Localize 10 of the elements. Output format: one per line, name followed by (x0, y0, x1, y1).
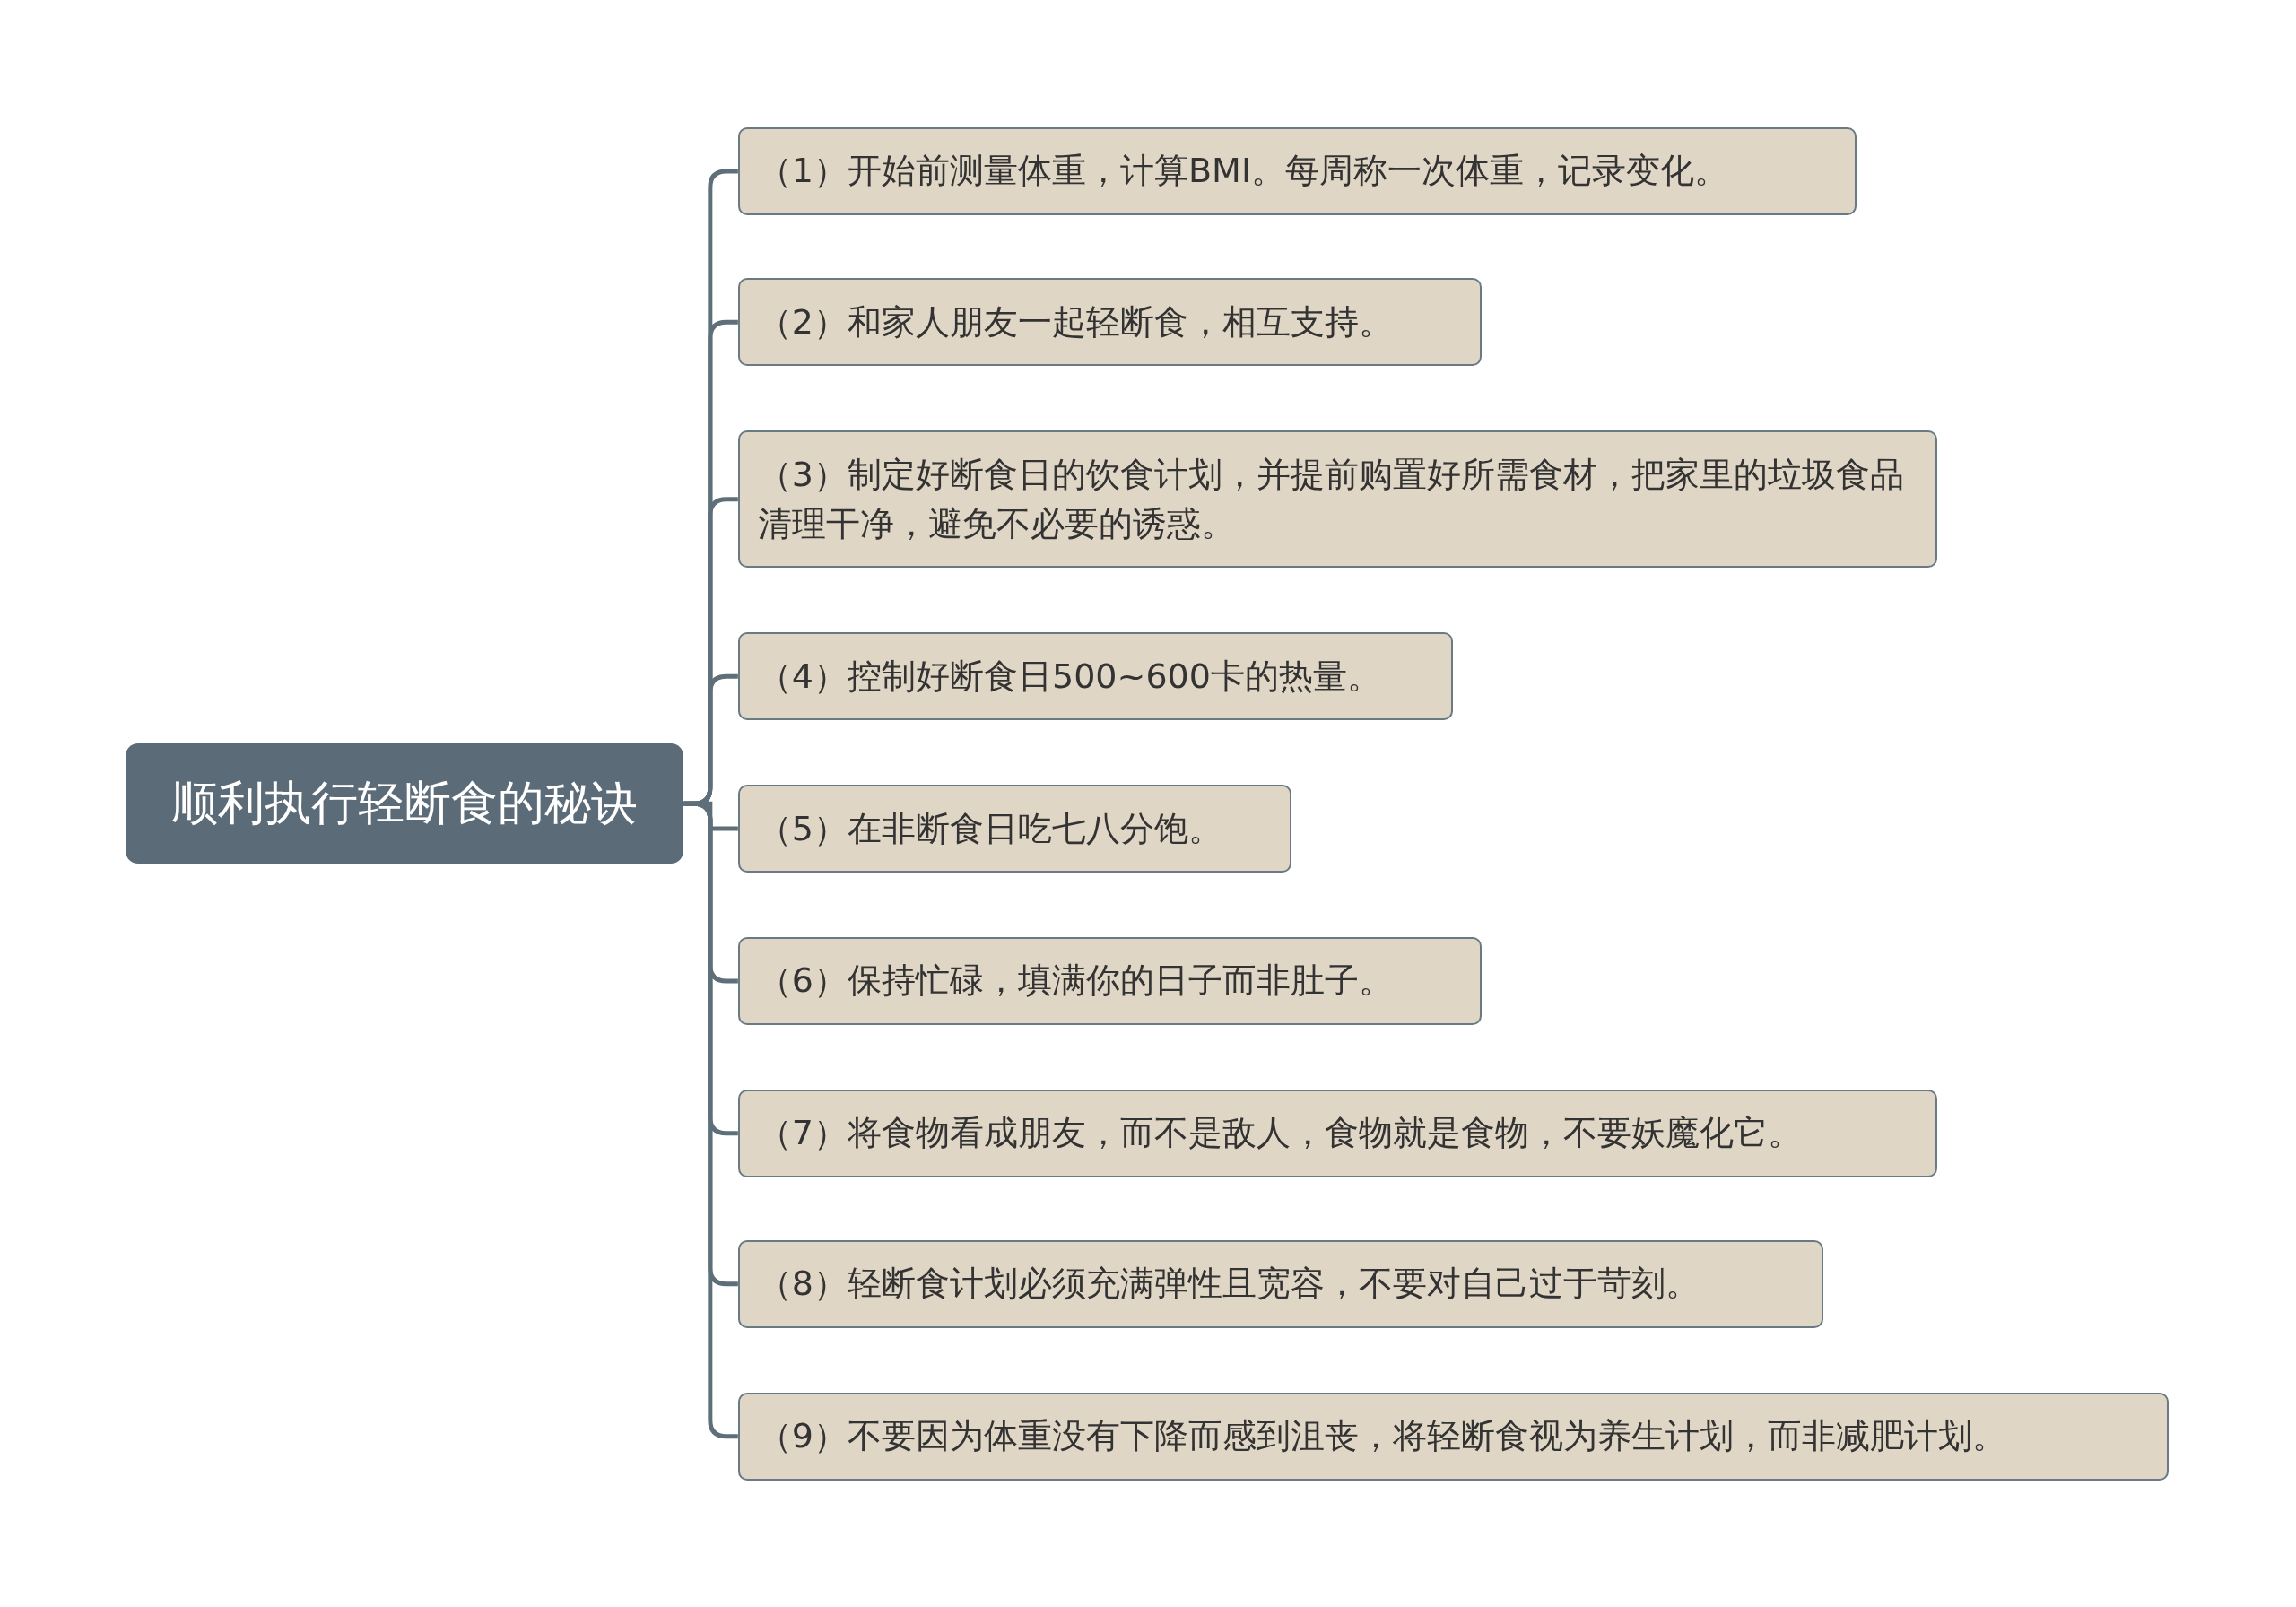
subtopic-box: （1）开始前测量体重，计算BMI。每周称一次体重，记录变化。 (737, 127, 1857, 215)
topic-box: 顺利执行轻断食的秘诀 (126, 743, 684, 864)
subtopic-box: （4）控制好断食日500~600卡的热量。 (737, 632, 1453, 721)
subtopic-box: （9）不要因为体重没有下降而感到沮丧，将轻断食视为养生计划，而非减肥计划。 (737, 1392, 2169, 1481)
subtopic-box: （2）和家人朋友一起轻断食，相互支持。 (737, 278, 1483, 367)
subtopic-box: （5）在非断食日吃七八分饱。 (737, 785, 1292, 873)
subtopic-box: （7）将食物看成朋友，而不是敌人，食物就是食物，不要妖魔化它。 (737, 1089, 1937, 1177)
subtopic-box: （3）制定好断食日的饮食计划，并提前购置好所需食材，把家里的垃圾食品清理干净，避免不必要的诱惑。 (737, 430, 1937, 569)
subtopic-box: （8）轻断食计划必须充满弹性且宽容，不要对自己过于苛刻。 (737, 1239, 1823, 1328)
subtopic-box: （6）保持忙碌，填满你的日子而非肚子。 (737, 936, 1483, 1025)
